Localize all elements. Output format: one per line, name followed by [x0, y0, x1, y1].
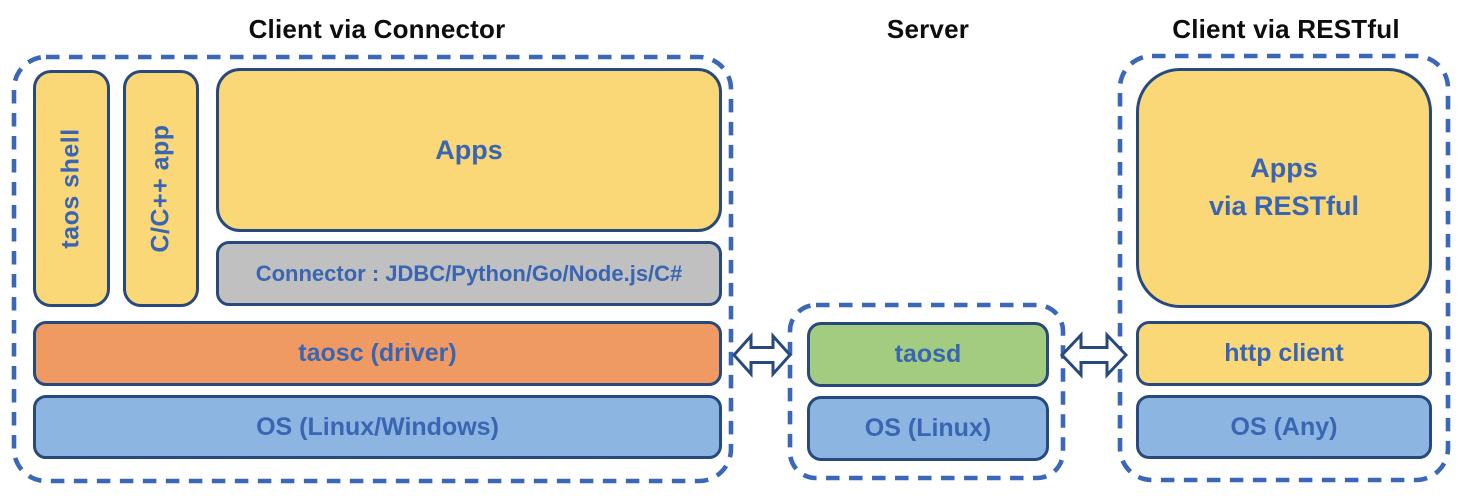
- apps-box: Apps: [216, 68, 722, 232]
- server-group-border: [787, 302, 1066, 481]
- client-connector-title: Client via Connector: [248, 14, 506, 44]
- cpp-app-label: C/C++ app: [146, 124, 175, 253]
- os-any-box: OS (Any): [1136, 395, 1432, 459]
- client-connector-group-border: [11, 54, 734, 484]
- right-bidirectional-arrow-icon: [1059, 331, 1129, 379]
- cpp-app-box: C/C++ app: [123, 70, 199, 307]
- client-restful-group-border: [1117, 53, 1451, 483]
- http-client-box: http client: [1136, 321, 1432, 386]
- apps-via-restful-label: Apps via RESTful: [1208, 153, 1360, 221]
- taosd-box: taosd: [807, 322, 1049, 387]
- os-linux-windows-box: OS (Linux/Windows): [33, 395, 722, 459]
- taosc-driver-box: taosc (driver): [33, 321, 722, 386]
- taos-shell-label: taos shell: [57, 128, 86, 249]
- os-linux-box: OS (Linux): [807, 396, 1049, 461]
- connector-box: Connector : JDBC/Python/Go/Node.js/C#: [216, 241, 722, 306]
- taos-shell-box: taos shell: [33, 70, 110, 307]
- server-title: Server: [886, 14, 970, 44]
- left-bidirectional-arrow-icon: [731, 332, 793, 378]
- client-restful-title: Client via RESTful: [1172, 14, 1400, 44]
- apps-via-restful-box: Apps via RESTful: [1136, 68, 1432, 308]
